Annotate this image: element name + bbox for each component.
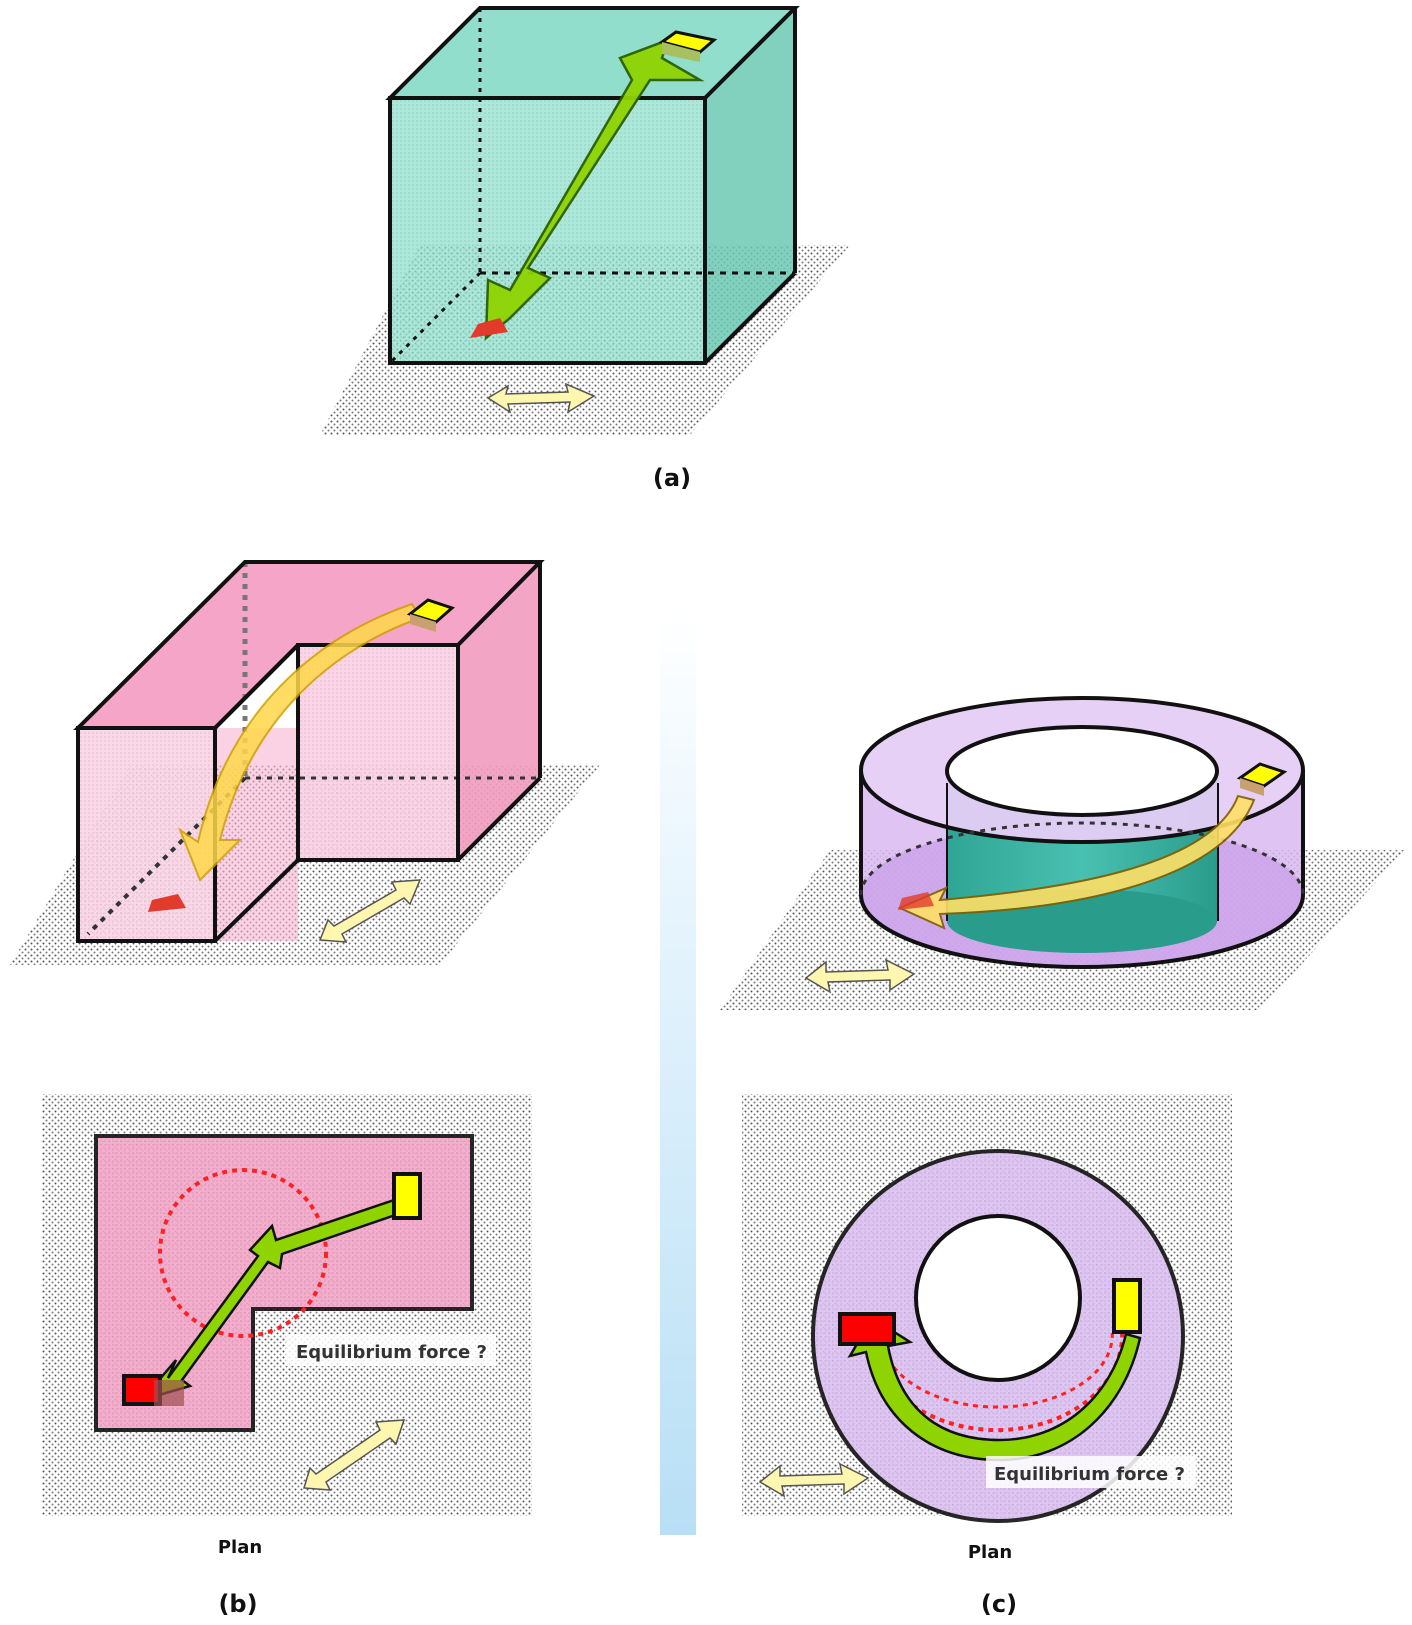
ground-motion-arrow (758, 1462, 870, 1498)
equilibrium-label: Equilibrium force ? (994, 1464, 1185, 1485)
panel-c-plan: Equilibrium force ? Plan (c) (742, 1094, 1232, 1618)
force-arrow (897, 794, 1256, 930)
panel-b-plan: Equilibrium force ? Plan (b) (42, 1094, 532, 1618)
stiffness-center-marker (392, 1172, 422, 1220)
force-arrow (177, 602, 422, 882)
ground-motion-arrow (804, 958, 916, 994)
stiffness-center-marker (1236, 762, 1288, 788)
force-arrow (847, 1316, 1142, 1462)
ground-motion-arrow (303, 1419, 406, 1491)
ring-plan-inner (914, 1214, 1082, 1382)
equilibrium-circle (158, 1168, 328, 1338)
mass-center-marker (470, 318, 508, 338)
caption-b: (b) (218, 1590, 257, 1618)
mass-center-marker (148, 894, 186, 912)
mass-center-marker (838, 1312, 896, 1346)
panel-b-3d (10, 560, 600, 965)
ground-motion-arrow (318, 879, 422, 943)
panel-a: (a) (320, 6, 850, 492)
plan-label-b: Plan (218, 1537, 262, 1558)
stiffness-center-marker (1112, 1278, 1142, 1334)
plan-label-c: Plan (968, 1542, 1012, 1563)
inner-opening (945, 725, 1219, 817)
panel-divider (660, 610, 696, 1535)
panel-c-3d (720, 696, 1405, 1010)
caption-c: (c) (981, 1590, 1017, 1618)
ground-motion-arrow (486, 382, 596, 414)
equilibrium-label: Equilibrium force ? (296, 1342, 487, 1363)
caption-a: (a) (653, 464, 691, 492)
stiffness-center-marker (406, 598, 455, 624)
force-arrow (484, 37, 705, 341)
mass-center-marker (898, 892, 934, 910)
